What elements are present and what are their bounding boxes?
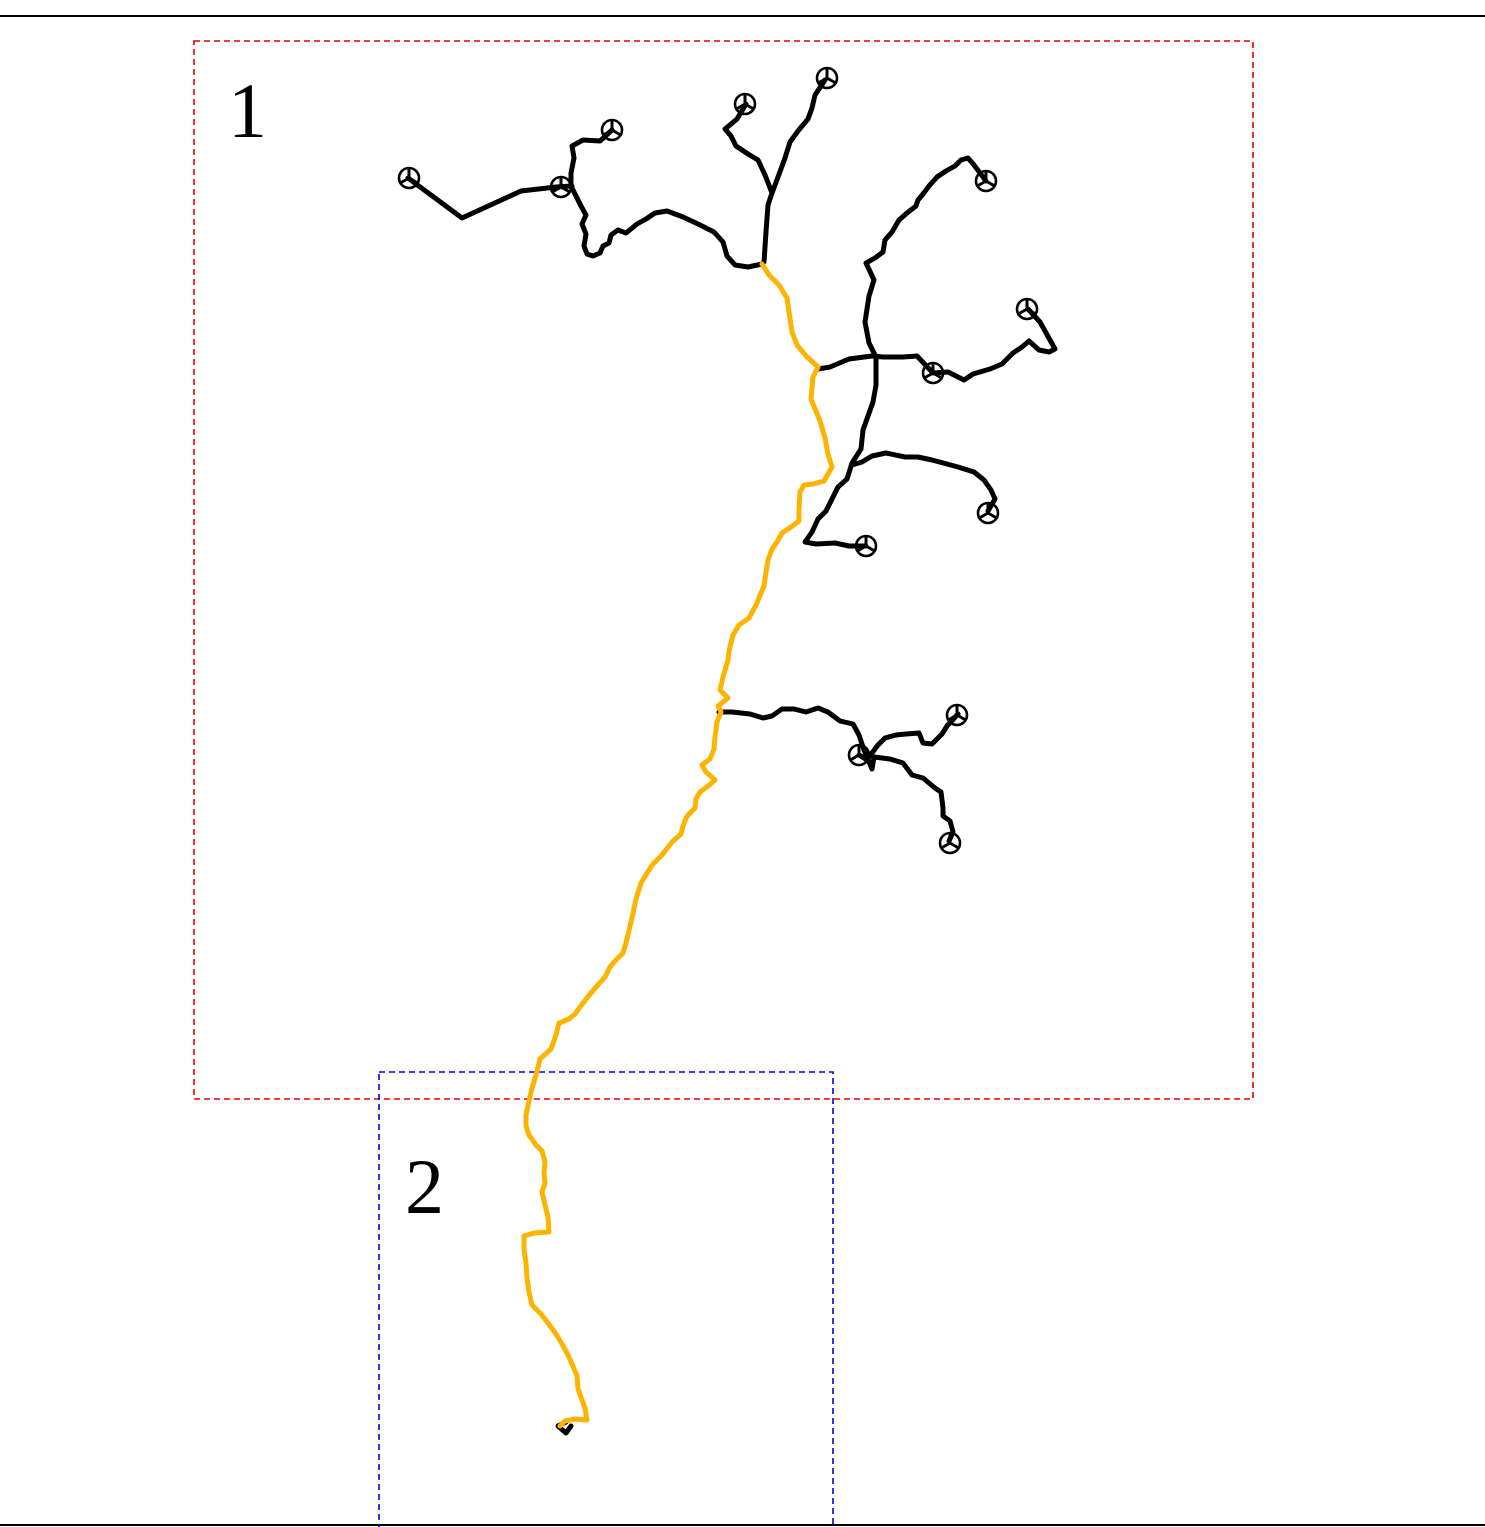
endpoint-icon xyxy=(974,169,998,193)
endpoint-icon xyxy=(976,501,1000,525)
branch-path xyxy=(862,155,989,360)
branch-path xyxy=(849,450,998,514)
branch-path xyxy=(568,127,765,270)
branch-network xyxy=(405,77,1058,1436)
branch-path xyxy=(722,101,775,265)
region-1-box xyxy=(193,40,1254,1100)
endpoint-icon xyxy=(815,66,839,90)
branch-path xyxy=(866,711,961,760)
endpoint-icon xyxy=(945,703,969,727)
endpoint-icon xyxy=(733,92,757,116)
branch-path xyxy=(769,77,828,196)
branch-path xyxy=(716,705,956,844)
branch-path xyxy=(802,354,879,549)
branch-path xyxy=(405,175,575,221)
endpoint-icon xyxy=(397,166,421,190)
endpoint-icon xyxy=(938,831,962,855)
region-1-label: 1 xyxy=(228,67,267,154)
main-path xyxy=(521,261,835,1429)
region-2-label: 2 xyxy=(405,1143,444,1230)
endpoint-icon xyxy=(600,118,624,142)
branch-path xyxy=(815,306,1058,383)
endpoint-icon xyxy=(1015,297,1039,321)
region-2-box xyxy=(378,1071,834,1527)
